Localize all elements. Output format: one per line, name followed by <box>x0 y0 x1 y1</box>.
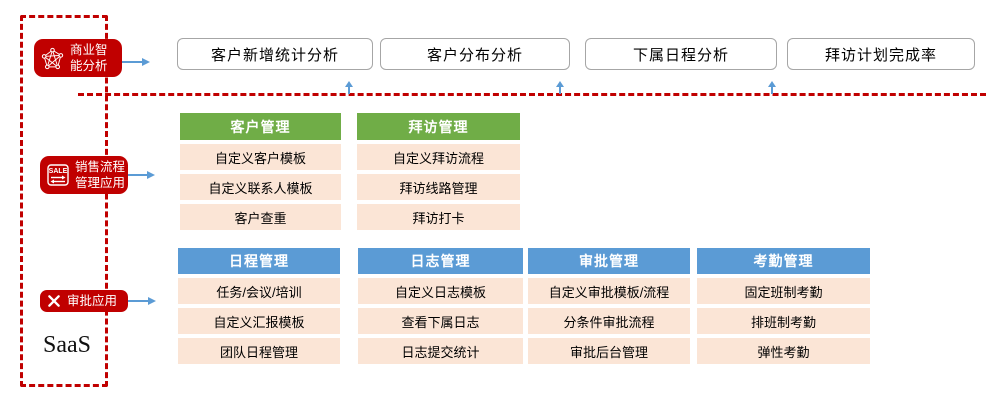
sale-settings-icon: SALE <box>47 164 69 186</box>
table-row: 弹性考勤 <box>697 338 870 364</box>
saas-platform-label: SaaS <box>43 332 91 358</box>
up-arrow-icon <box>556 81 564 94</box>
bi-separator-dashed-line <box>78 93 986 96</box>
right-arrow-icon <box>128 297 156 305</box>
right-arrow-icon <box>122 58 150 66</box>
table-row: 固定班制考勤 <box>697 278 870 304</box>
crossed-tools-icon <box>48 295 60 307</box>
table-row: 团队日程管理 <box>178 338 340 364</box>
table-row: 自定义汇报模板 <box>178 308 340 334</box>
table-header: 审批管理 <box>528 248 690 274</box>
analysis-box-visit-plan-completion: 拜访计划完成率 <box>787 38 975 70</box>
badge-sales-process-apps: SALE 销售流程 管理应用 <box>40 156 128 194</box>
analysis-box-new-customer-stats: 客户新增统计分析 <box>177 38 373 70</box>
right-arrow-icon <box>127 171 155 179</box>
table-row: 自定义审批模板/流程 <box>528 278 690 304</box>
table-row: 任务/会议/培训 <box>178 278 340 304</box>
table-header: 拜访管理 <box>357 113 520 140</box>
table-row: 查看下属日志 <box>358 308 523 334</box>
badge-bi-analysis-label: 商业智 能分析 <box>70 42 108 74</box>
up-arrow-icon <box>768 81 776 94</box>
table-row: 自定义客户模板 <box>180 144 341 170</box>
table-row: 客户查重 <box>180 204 341 230</box>
table-schedule-management: 日程管理 任务/会议/培训 自定义汇报模板 团队日程管理 <box>178 248 340 364</box>
table-visit-management: 拜访管理 自定义拜访流程 拜访线路管理 拜访打卡 <box>357 113 520 230</box>
badge-approval-apps-label: 审批应用 <box>67 293 117 309</box>
table-row: 日志提交统计 <box>358 338 523 364</box>
analysis-box-label: 下属日程分析 <box>632 46 729 64</box>
table-row: 自定义拜访流程 <box>357 144 520 170</box>
badge-bi-analysis: 商业智 能分析 <box>34 39 122 77</box>
table-row: 自定义联系人模板 <box>180 174 341 200</box>
analysis-box-label: 拜访计划完成率 <box>824 46 937 64</box>
table-row: 拜访线路管理 <box>357 174 520 200</box>
analysis-box-label: 客户分布分析 <box>426 46 523 64</box>
table-header: 日志管理 <box>358 248 523 274</box>
saas-boundary-dashed-border <box>20 15 108 387</box>
table-row: 拜访打卡 <box>357 204 520 230</box>
table-attendance-management: 考勤管理 固定班制考勤 排班制考勤 弹性考勤 <box>697 248 870 364</box>
table-header: 客户管理 <box>180 113 341 140</box>
badge-approval-apps: 审批应用 <box>40 290 128 312</box>
network-graph-icon <box>41 47 64 69</box>
up-arrow-icon <box>345 81 353 94</box>
badge-label-line: 审批应用 <box>67 294 118 308</box>
table-row: 审批后台管理 <box>528 338 690 364</box>
analysis-box-subordinate-schedule: 下属日程分析 <box>585 38 777 70</box>
table-row: 自定义日志模板 <box>358 278 523 304</box>
table-header: 考勤管理 <box>697 248 870 274</box>
badge-label-line: 能分析 <box>70 59 108 73</box>
analysis-box-customer-distribution: 客户分布分析 <box>380 38 570 70</box>
table-header: 日程管理 <box>178 248 340 274</box>
analysis-box-label: 客户新增统计分析 <box>210 46 339 64</box>
badge-label-line: 销售流程 <box>75 160 126 174</box>
badge-label-line: 管理应用 <box>75 176 126 190</box>
svg-text:SALE: SALE <box>49 168 68 175</box>
table-approval-management: 审批管理 自定义审批模板/流程 分条件审批流程 审批后台管理 <box>528 248 690 364</box>
table-log-management: 日志管理 自定义日志模板 查看下属日志 日志提交统计 <box>358 248 523 364</box>
table-row: 排班制考勤 <box>697 308 870 334</box>
badge-label-line: 商业智 <box>70 43 108 57</box>
table-customer-management: 客户管理 自定义客户模板 自定义联系人模板 客户查重 <box>180 113 341 230</box>
badge-sales-process-apps-label: 销售流程 管理应用 <box>75 159 125 191</box>
table-row: 分条件审批流程 <box>528 308 690 334</box>
